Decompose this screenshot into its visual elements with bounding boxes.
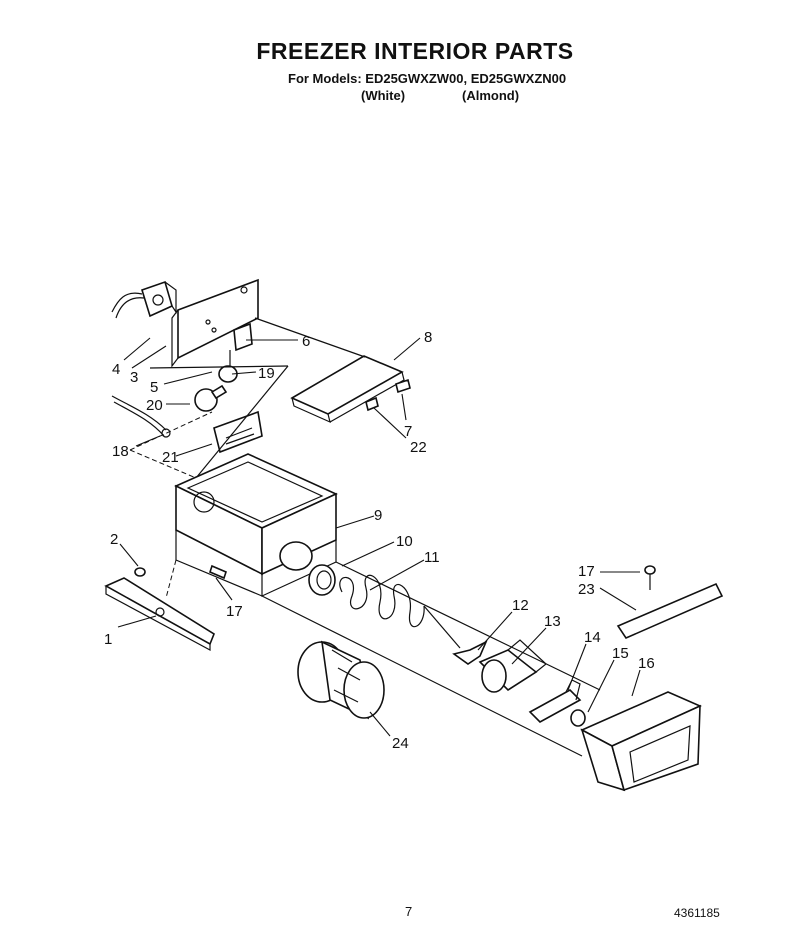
callout-10: 10 — [396, 533, 413, 550]
light-socket — [218, 350, 238, 383]
callout-11: 11 — [424, 549, 440, 566]
callout-8: 8 — [424, 329, 432, 346]
callout-6: 6 — [302, 333, 310, 350]
callout-numbers: 1 2 3 4 5 6 7 8 9 10 11 12 13 14 15 16 1… — [104, 329, 655, 752]
callout-9: 9 — [374, 507, 382, 524]
callout-13: 13 — [544, 613, 561, 630]
auger-spring — [339, 574, 461, 649]
leader-lines — [117, 337, 641, 737]
callout-16: 16 — [638, 655, 655, 672]
light-shield — [213, 410, 263, 454]
callout-2: 2 — [110, 531, 118, 548]
timer-motor — [111, 280, 177, 319]
support-bracket — [104, 577, 215, 652]
callout-4: 4 — [112, 361, 120, 378]
light-bulb — [194, 384, 228, 412]
callout-20: 20 — [146, 397, 163, 414]
trim-strip — [616, 582, 724, 640]
screw-upper-right — [644, 565, 656, 590]
callout-17-lower: 17 — [226, 603, 243, 620]
callout-5: 5 — [150, 379, 158, 396]
callout-1: 1 — [104, 631, 112, 648]
models-line: For Models: ED25GWXZW00, ED25GWXZN00 — [288, 71, 567, 86]
callout-12: 12 — [512, 597, 529, 614]
dispenser-drum — [478, 639, 547, 693]
callout-7: 7 — [404, 423, 412, 440]
callout-3: 3 — [130, 369, 138, 386]
cover-panel — [290, 355, 405, 424]
ice-chute — [580, 691, 702, 792]
callout-21: 21 — [162, 449, 179, 466]
ice-crusher-blade — [452, 640, 488, 665]
screw-lower — [209, 564, 227, 580]
callout-24: 24 — [392, 735, 409, 752]
ice-housing — [174, 453, 338, 597]
page-title: FREEZER INTERIOR PARTS — [256, 38, 574, 64]
callout-17-upper: 17 — [578, 563, 595, 580]
document-number: 4361185 — [674, 906, 720, 920]
callout-22: 22 — [410, 439, 427, 456]
callout-14: 14 — [584, 629, 601, 646]
color-white-label: (White) — [361, 88, 406, 103]
light-socket-bracket — [233, 322, 253, 352]
callout-23: 23 — [578, 581, 595, 598]
callout-18: 18 — [112, 443, 129, 460]
callout-15: 15 — [612, 645, 629, 662]
light-housing-plate — [171, 278, 259, 368]
hex-nut — [570, 709, 586, 727]
auger-coupling — [297, 640, 385, 720]
page-number: 7 — [405, 904, 413, 919]
color-almond-label: (Almond) — [462, 88, 520, 103]
screw-left — [134, 567, 146, 577]
collar-ring — [308, 564, 336, 596]
callout-19: 19 — [258, 365, 275, 382]
wire-harness — [111, 395, 171, 438]
